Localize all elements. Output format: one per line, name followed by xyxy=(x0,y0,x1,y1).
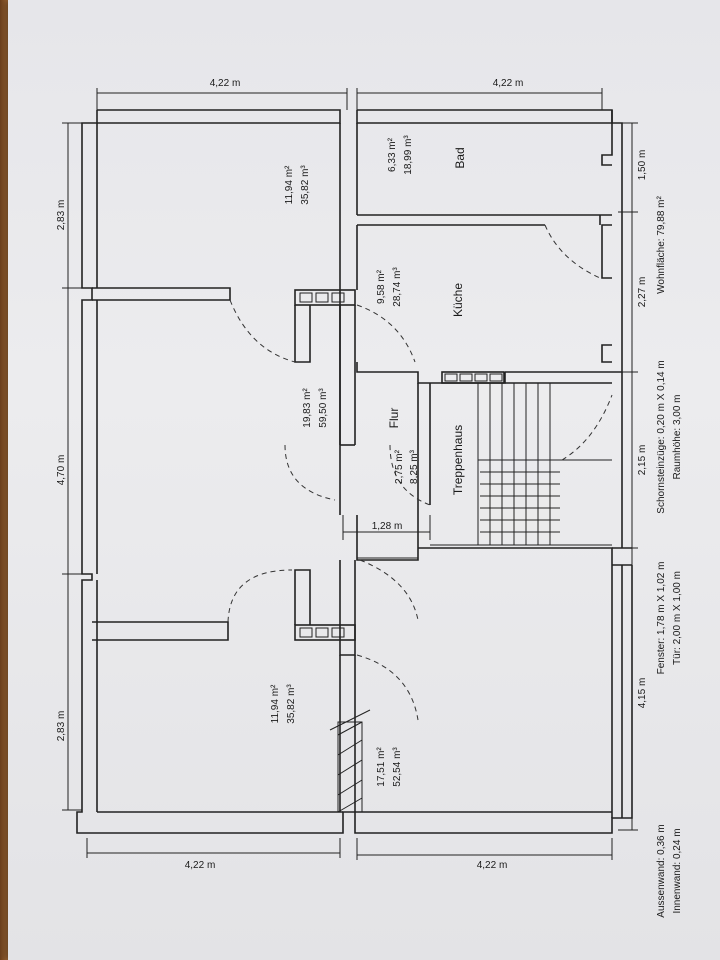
dim-right-second: 2,27 m xyxy=(637,277,648,308)
dimension-bottom xyxy=(86,838,613,860)
room-middle-left-area: 19,83 m² xyxy=(302,388,313,428)
dim-right-bottom: 4,15 m xyxy=(637,678,648,709)
door-swings xyxy=(227,224,613,721)
legend-wohnflaeche: Wohnfläche: 79,88 m² xyxy=(656,196,667,294)
right-wall-notches xyxy=(601,123,613,363)
dimension-right xyxy=(618,122,638,831)
dim-right-top: 1,50 m xyxy=(637,150,648,181)
dim-left-top: 2,83 m xyxy=(56,200,67,231)
kueche-area: 9,58 m² xyxy=(376,269,387,304)
dimension-top xyxy=(96,88,603,110)
bad-volume: 18,99 m³ xyxy=(403,135,414,175)
room-bottom-center-area: 17,51 m² xyxy=(376,747,387,787)
dim-bottom-right: 4,22 m xyxy=(477,860,508,871)
legend-raumhoehe: Raumhöhe: 3,00 m xyxy=(672,394,683,479)
dim-top-left: 4,22 m xyxy=(210,78,241,89)
kueche-label: Küche xyxy=(451,283,465,317)
dim-bottom-left: 4,22 m xyxy=(185,860,216,871)
legend-schornstein: Schornsteinzüge: 0,20 m X 0,14 m xyxy=(656,360,667,513)
legend-aussenwand: Aussenwand: 0,36 m xyxy=(656,824,667,917)
flur-area: 2,75 m² xyxy=(394,449,405,484)
staircase xyxy=(477,383,612,545)
dimension-left xyxy=(62,122,82,811)
dim-right-third: 2,15 m xyxy=(637,445,648,476)
hatched-area xyxy=(329,709,371,813)
dim-corridor: 1,28 m xyxy=(372,521,403,532)
legend-innenwand: Innenwand: 0,24 m xyxy=(672,828,683,913)
treppenhaus-label: Treppenhaus xyxy=(451,425,465,495)
room-bottom-center-volume: 52,54 m³ xyxy=(392,747,403,787)
flur-volume: 8,25 m³ xyxy=(409,449,420,484)
room-bottom-left-area: 11,94 m² xyxy=(270,684,281,723)
dim-left-middle: 4,70 m xyxy=(56,455,67,486)
corridor-dimension xyxy=(342,515,431,540)
room-top-left-volume: 35,82 m³ xyxy=(300,165,311,205)
room-top-left-area: 11,94 m² xyxy=(284,165,295,204)
bad-area: 6,33 m² xyxy=(387,137,398,172)
dim-left-bottom: 2,83 m xyxy=(56,711,67,742)
kueche-volume: 28,74 m³ xyxy=(392,267,403,307)
outer-walls xyxy=(76,109,633,834)
room-middle-left-volume: 59,50 m³ xyxy=(318,388,329,428)
room-bottom-left-volume: 35,82 m³ xyxy=(286,684,297,724)
flur-label: Flur xyxy=(387,408,401,429)
legend-tuer: Tür: 2,00 m X 1,00 m xyxy=(672,571,683,665)
dim-top-right: 4,22 m xyxy=(493,78,524,89)
inner-walls xyxy=(92,123,613,812)
bad-label: Bad xyxy=(453,147,467,168)
legend-fenster: Fenster: 1,78 m X 1,02 m xyxy=(656,562,667,675)
